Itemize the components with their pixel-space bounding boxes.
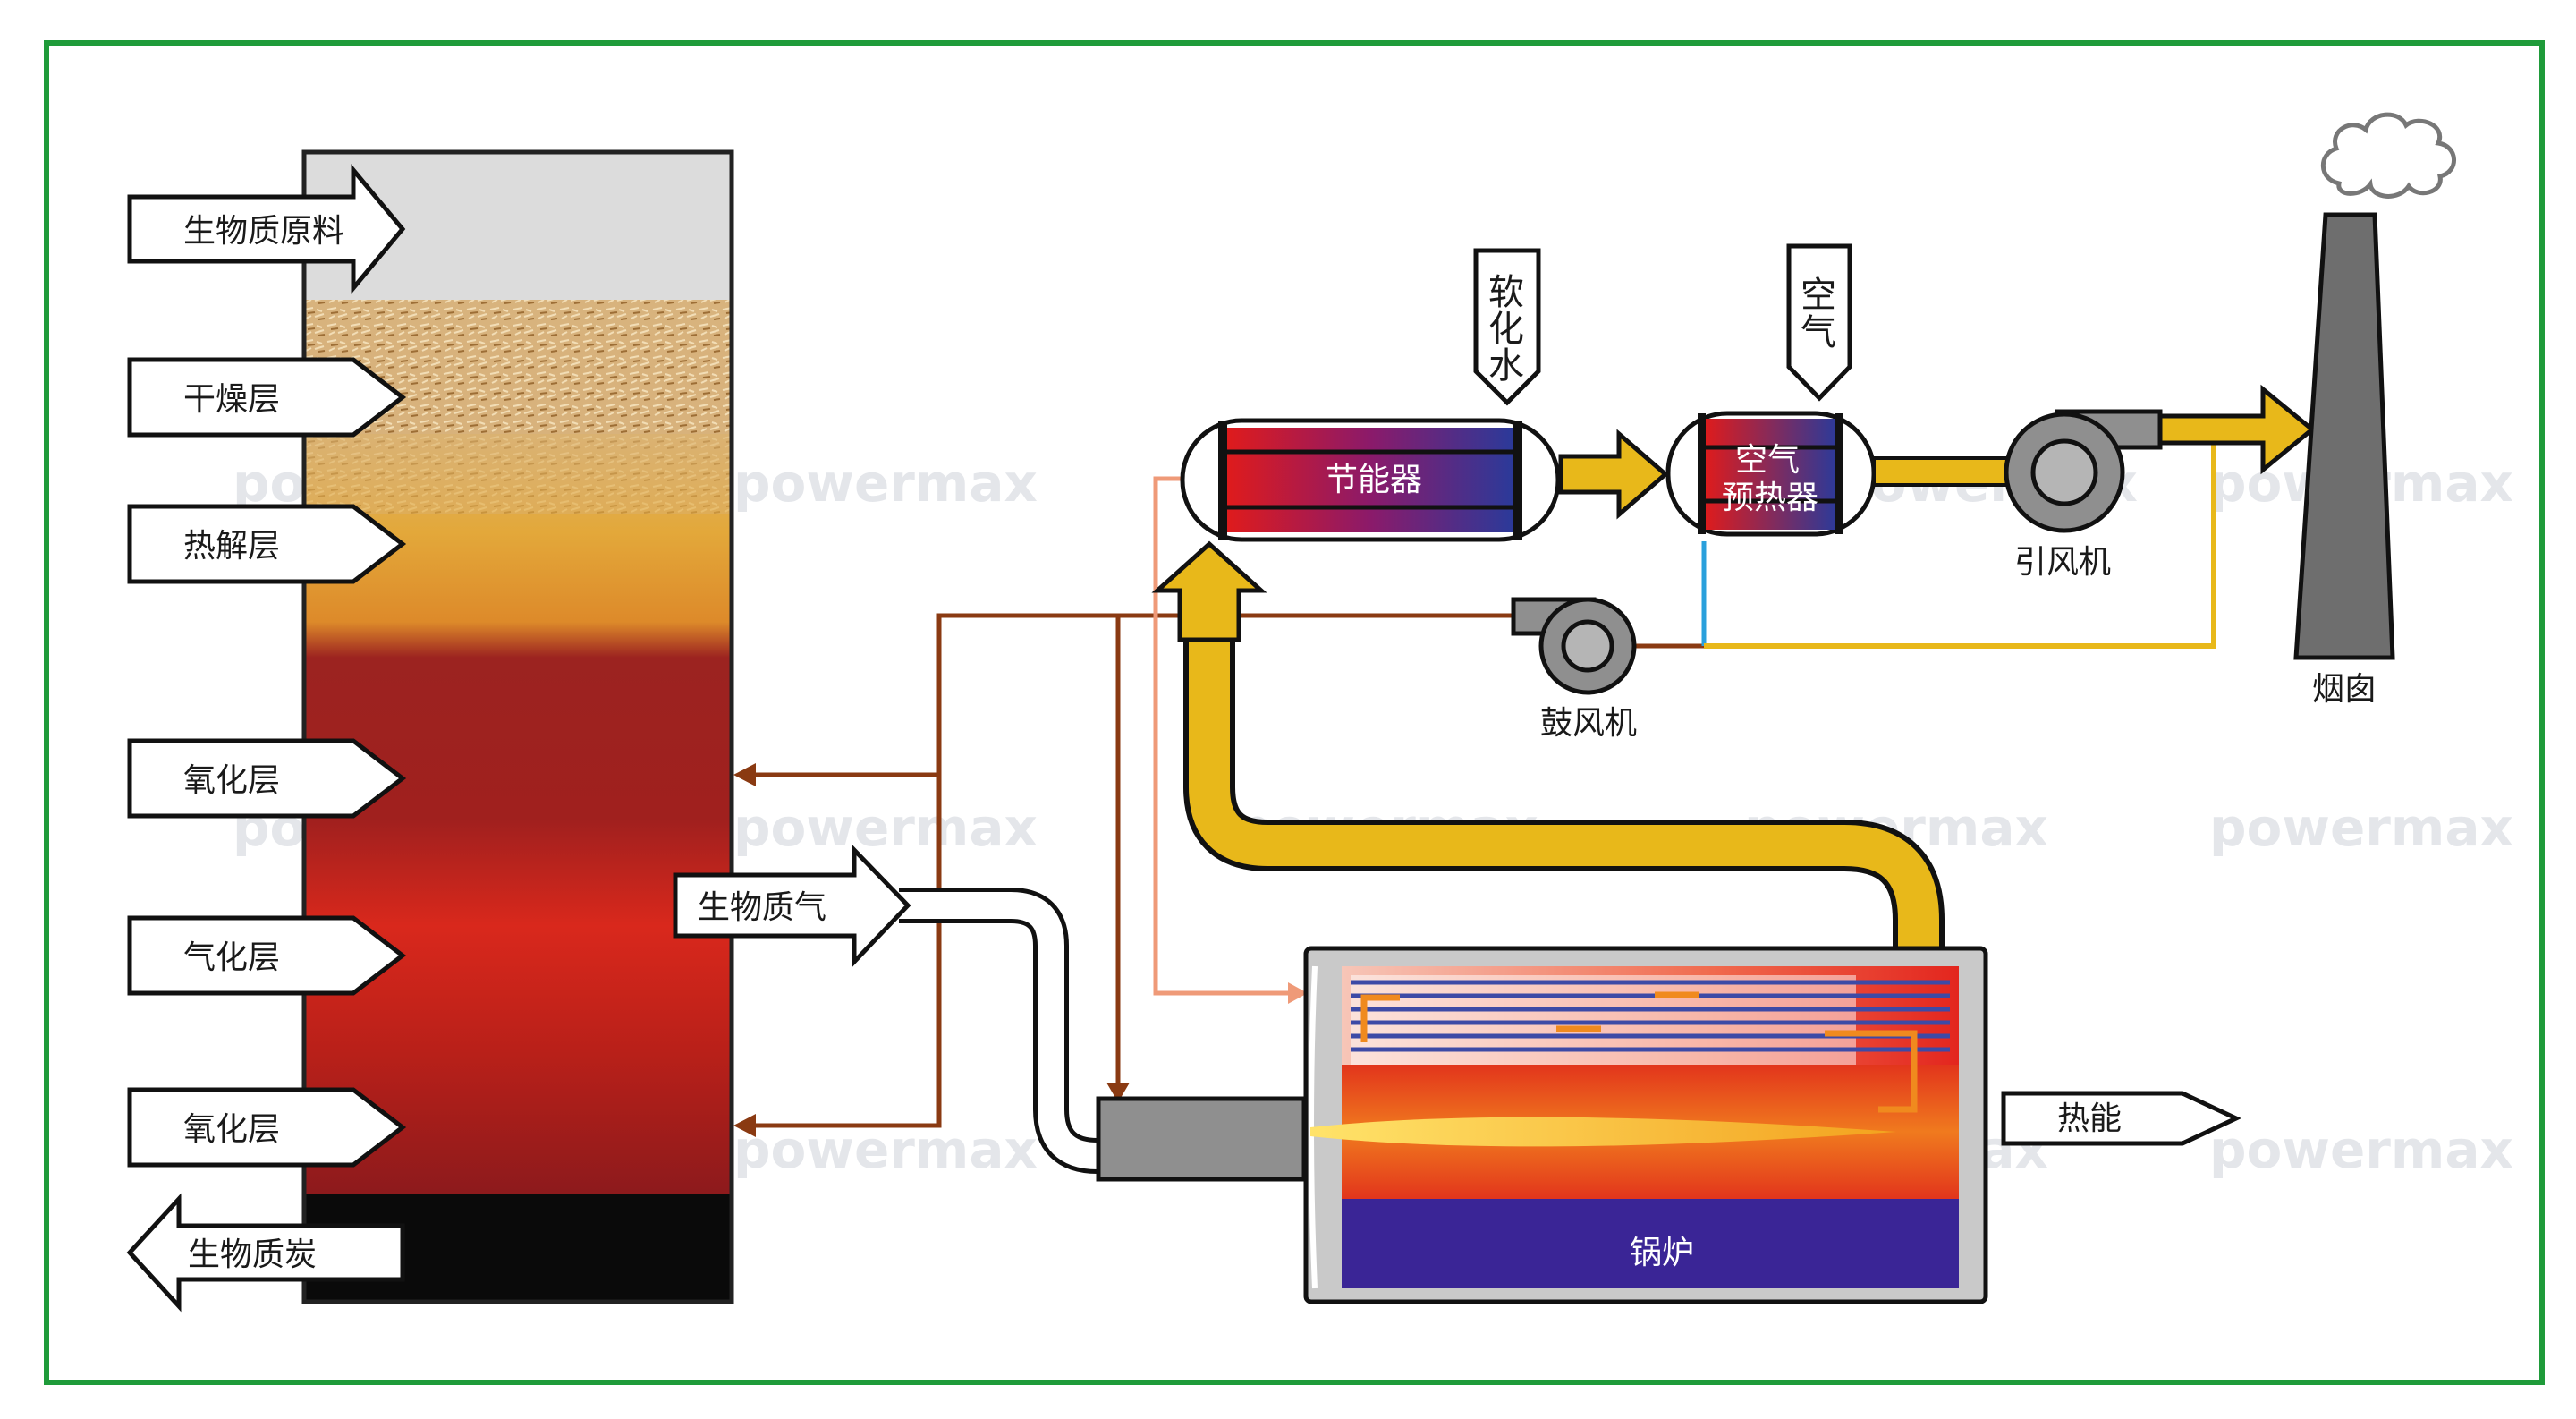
biomass-gas-pipe [899,888,1279,1174]
layer-arrow-pyrolysis: 热解层 [127,504,407,584]
pyrolysis-layer-label: 热解层 [183,528,280,565]
smoke-cloud-icon [2320,112,2456,199]
flue-duct-segment [1872,456,2010,487]
watermark: powermax [2209,1119,2513,1180]
layer-arrow-oxidation-lower: 氧化层 [127,1087,407,1168]
biomass-feed-label: 生物质原料 [183,213,344,250]
softened-water-char: 化 [1488,309,1524,350]
induced-fan-label: 引风机 [2014,544,2111,581]
flue-duct [1151,540,1945,953]
blower [1511,597,1637,695]
layer-arrow-biomass-feed: 生物质原料 [127,164,406,294]
gasification-layer-label: 气化层 [183,939,280,976]
biochar-output-arrow: 生物质炭 [126,1193,405,1313]
economizer: 节能器 [1180,418,1561,542]
air-char: 气 [1801,312,1836,353]
chimney [2293,112,2456,660]
economizer-label: 节能器 [1326,462,1422,498]
softened-water-arrow: 软 化 水 [1473,248,1541,406]
air-arrowheads [733,763,1130,1137]
biomass-gas-label: 生物质气 [698,889,826,926]
softened-water-char: 软 [1488,272,1524,313]
boiler-flow-arrows [1360,991,1918,1113]
watermark: powermax [2209,797,2513,858]
layer-arrow-oxidation-upper: 氧化层 [127,738,407,819]
boiler-label: 锅炉 [1630,1235,1694,1271]
outer-frame [44,40,2545,1385]
feedwater-line [1153,476,1288,996]
air-char: 空 [1801,275,1836,316]
burner [1096,1096,1307,1182]
drying-layer-label: 干燥层 [183,381,280,418]
air-preheater-label: 空气 [1735,442,1800,479]
air-preheater: 空气 预热器 [1665,411,1877,537]
layer-arrow-gasification: 气化层 [127,915,407,996]
watermark: powermax [733,1119,1038,1180]
heat-energy-label: 热能 [2057,1100,2122,1137]
flue-duct-segment [1558,429,1669,520]
chimney-label: 烟囱 [2312,671,2377,708]
oxidation-layer-label: 氧化层 [183,1111,280,1148]
flue-duct-segment [2157,384,2316,475]
layer-arrow-drying: 干燥层 [127,357,407,438]
air-preheater-label: 预热器 [1722,480,1818,516]
biochar-label: 生物质炭 [188,1236,317,1273]
boiler-tubes [1351,980,1950,1052]
oxidation-layer-label: 氧化层 [183,762,280,799]
heat-energy-arrow: 热能 [2001,1091,2241,1146]
induced-fan [2004,409,2163,533]
softened-water-char: 水 [1488,345,1524,387]
flue-bypass-line [1704,429,2216,649]
air-inlet-arrow: 空 气 [1786,243,1852,402]
watermark: powermax [733,797,1038,858]
watermark: powermax [733,453,1038,514]
blower-label: 鼓风机 [1540,705,1637,742]
feedwater-arrowhead [1288,982,1308,1004]
biomass-gas-arrow: 生物质气 [673,844,911,968]
